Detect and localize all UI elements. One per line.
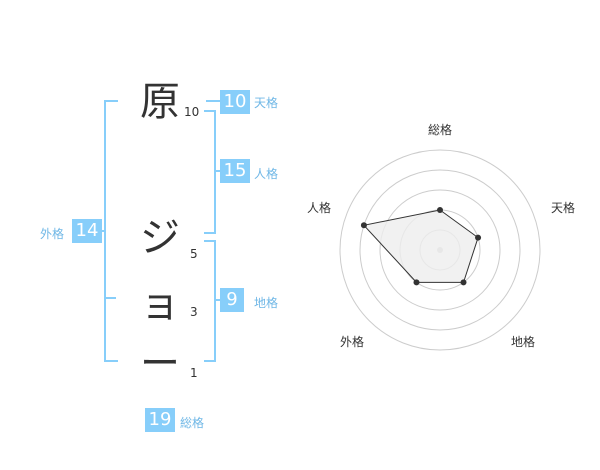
radar-ring	[339, 149, 541, 351]
radar-point-2	[475, 234, 482, 241]
gaikaku-badge: 14	[72, 219, 102, 243]
stroke-count-3: 3	[190, 305, 198, 319]
stroke-count-4: 1	[190, 366, 198, 380]
radar-chart	[339, 149, 541, 351]
chikaku-bracket	[204, 240, 216, 362]
radar-ring	[379, 189, 501, 311]
radar-axis-label-tenkaku: 天格	[551, 201, 576, 215]
radar-axis-label-gaikaku: 外格	[340, 335, 365, 349]
radar-point-4	[413, 279, 420, 286]
name-char-2: ジ	[140, 215, 180, 261]
name-char-1: 原	[140, 79, 180, 125]
jinkaku-badge: 15	[220, 159, 250, 183]
name-char-4: ー	[140, 341, 180, 387]
chikaku-label: 地格	[254, 296, 279, 310]
radar-point-1	[437, 207, 443, 213]
radar-ring	[359, 169, 521, 331]
jinkaku-label: 人格	[254, 167, 279, 181]
radar-point-3	[460, 279, 467, 286]
gaikaku-label: 外格	[40, 227, 65, 241]
jinkaku-connector	[216, 170, 222, 172]
soukaku-badge: 19	[145, 408, 175, 432]
stroke-count-1: 10	[184, 105, 200, 119]
stroke-count-2: 5	[190, 247, 198, 261]
chikaku-connector	[216, 299, 222, 301]
tenkaku-badge: 10	[220, 90, 250, 114]
tenkaku-label: 天格	[254, 96, 279, 110]
gaikaku-bracket-mid	[104, 297, 116, 299]
jinkaku-bracket	[204, 110, 216, 234]
tenkaku-connector	[206, 100, 220, 102]
gaikaku-bracket	[104, 100, 118, 362]
name-char-3: ョ	[140, 281, 180, 327]
radar-point-5	[360, 222, 367, 229]
chikaku-badge: 9	[220, 288, 244, 312]
soukaku-label: 総格	[180, 416, 205, 430]
radar-polygon	[362, 209, 479, 283]
radar-axis-label-jinkaku: 人格	[307, 201, 332, 215]
radar-axis-label-chikaku: 地格	[511, 335, 536, 349]
radar-axis-label-soukaku: 総格	[428, 123, 453, 137]
